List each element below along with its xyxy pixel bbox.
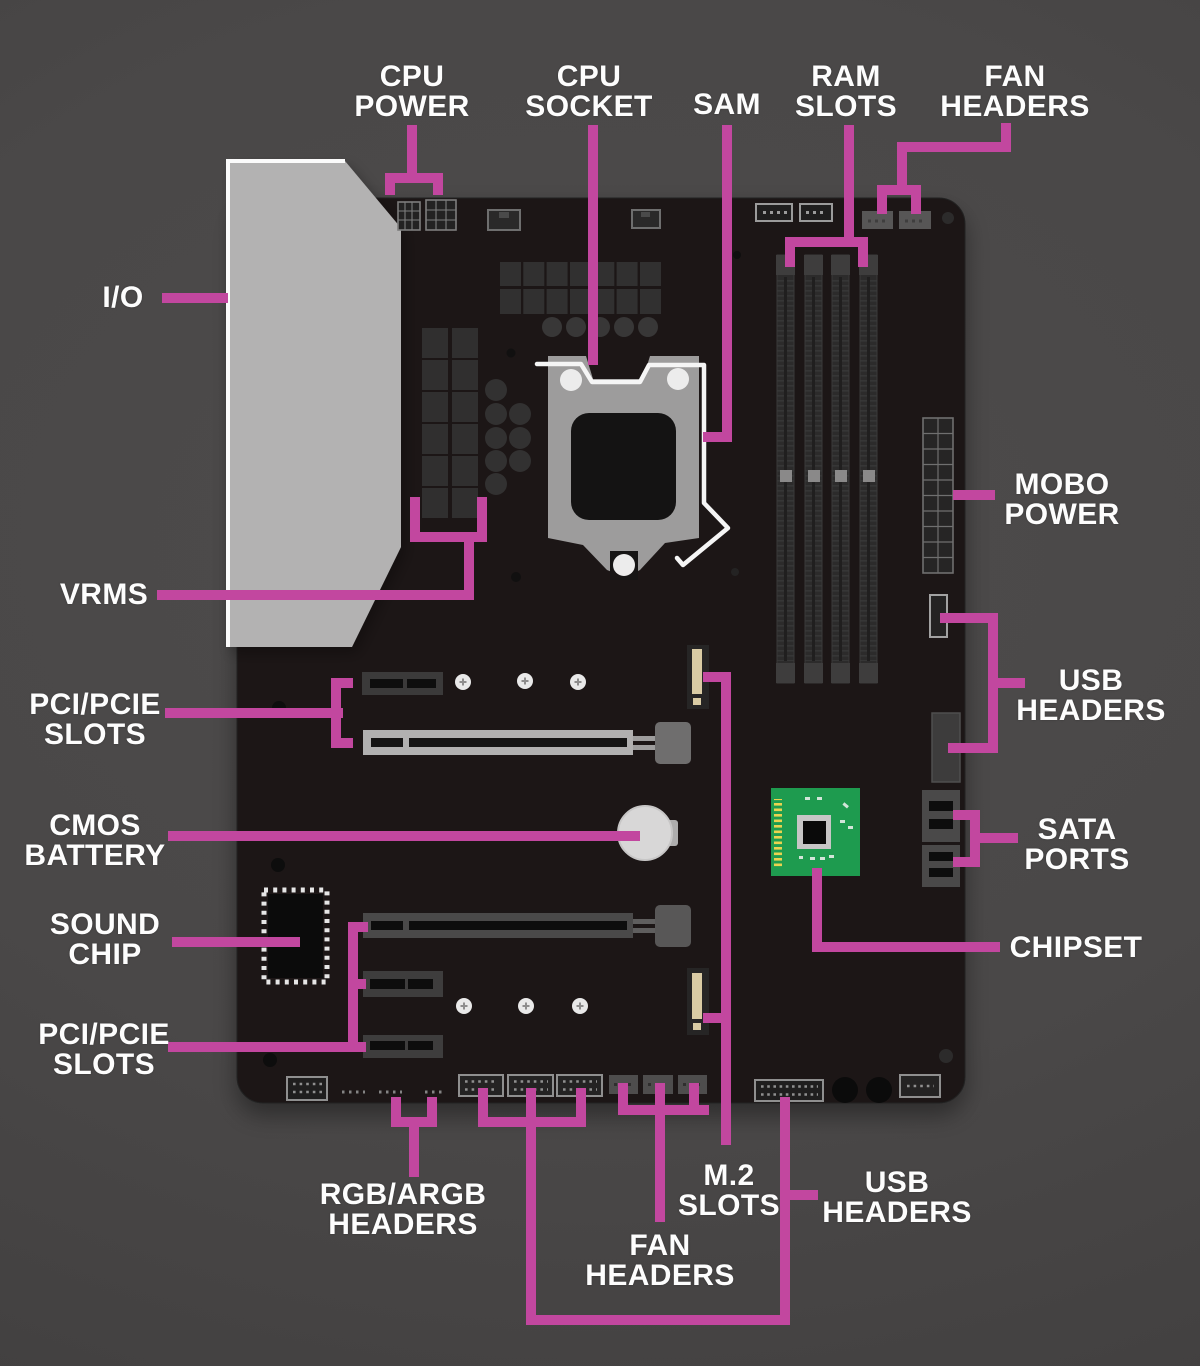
label-chipset: CHIPSET [1009,931,1143,964]
callout-lines [157,123,1025,1325]
cpu-power-connector-4pin [397,201,421,231]
pcie-x16-slot-lower [363,905,691,947]
fan-header-top-2 [899,211,931,229]
pcie-slots-upper [271,672,691,872]
label-pci-pcie-lower: PCI/PCIE SLOTS [38,1018,170,1081]
m2-slot-2 [687,968,709,1035]
line-fan-headers-top [877,123,1011,214]
label-sam: SAM [693,88,761,121]
small-header-bottom-right [899,1074,941,1098]
socket-screw-right [667,368,689,390]
cpu-socket [534,356,739,580]
pin-header-top-2 [799,203,833,222]
io-shield [226,159,401,647]
sata-port-1 [922,790,960,842]
label-usb-headers-bottom: USB HEADERS [822,1166,972,1229]
line-cpu-power [385,125,443,195]
vrm-mosfet-rows [500,262,661,314]
front-panel-header [286,1076,328,1101]
bottom-edge-headers [263,1049,953,1103]
board-capacitor-2 [866,1077,892,1103]
label-cpu-power: CPU POWER [354,60,470,123]
line-mobo-power [953,490,995,500]
vrm-components [422,262,661,582]
line-usb-headers-bottom [478,1088,818,1325]
label-sound-chip: SOUND CHIP [49,908,161,971]
line-io [162,293,228,303]
line-sam [703,125,732,442]
line-fan-headers-bottom [618,1083,709,1222]
pcie-slots-lower [363,905,691,1058]
usb2-header-1 [458,1074,504,1097]
ram-slot-2 [804,254,823,684]
standoff-screws-upper [455,673,586,690]
label-m2-slots: M.2 SLOTS [677,1159,781,1222]
socket-screw-bottom [613,554,635,576]
sata-ports [922,790,960,887]
label-mobo-power: MOBO POWER [1004,468,1120,531]
line-rgb-argb-headers [391,1097,437,1177]
label-fan-headers-bottom: FAN HEADERS [585,1229,735,1292]
line-ram-slots [785,125,868,267]
standoff-screws-lower [456,998,588,1014]
chipset-chip [771,788,860,876]
socket-retention-wire [534,361,731,568]
atx-24pin-connector [922,417,954,574]
sound-chip [261,887,330,985]
label-ram-slots: RAM SLOTS [794,60,898,123]
pcie-x1-slot-lower-2 [363,1035,443,1058]
line-m2-slots [703,672,731,1145]
line-pci-pcie-lower [168,922,368,1052]
label-cpu-socket: CPU SOCKET [525,60,653,123]
vrm-choke-grid [422,328,478,518]
label-sata-ports: SATA PORTS [1024,813,1130,876]
label-fan-headers-top: FAN HEADERS [940,60,1090,123]
label-io: I/O [102,281,144,314]
label-vrms: VRMS [59,578,149,611]
pin-header-top-1 [755,203,793,222]
line-pci-pcie-upper [165,678,353,748]
label-rgb-argb-headers: RGB/ARGB HEADERS [319,1178,487,1241]
socket-screw-left [560,369,582,391]
line-vrms [157,497,487,600]
line-cpu-socket [588,125,598,365]
ram-slot-4 [859,254,878,684]
ram-slot-1 [776,254,795,684]
vrm-capacitor-cluster [485,379,531,495]
socket-opening [571,413,676,520]
ram-slots [776,254,878,684]
fan-header-top-1 [862,211,893,229]
line-cmos-battery [168,831,640,841]
label-usb-headers-right: USB HEADERS [1016,664,1166,727]
label-pci-pcie-upper: PCI/PCIE SLOTS [29,688,161,751]
cpu-power-connector-8pin [425,199,457,231]
line-sound-chip [172,937,300,947]
board-capacitor-1 [832,1077,858,1103]
label-cmos-battery: CMOS BATTERY [24,809,166,872]
ram-slot-3 [831,254,850,684]
line-sata-ports [953,810,1018,867]
pcie-x16-slot-upper [363,722,691,764]
m2-slot-1 [687,645,709,709]
top-edge-connectors [487,203,954,259]
line-chipset [812,868,1000,952]
line-usb-headers-right [940,613,1025,753]
pcie-x1-slot-upper [362,672,443,695]
pcie-x1-slot-lower-1 [363,971,443,997]
